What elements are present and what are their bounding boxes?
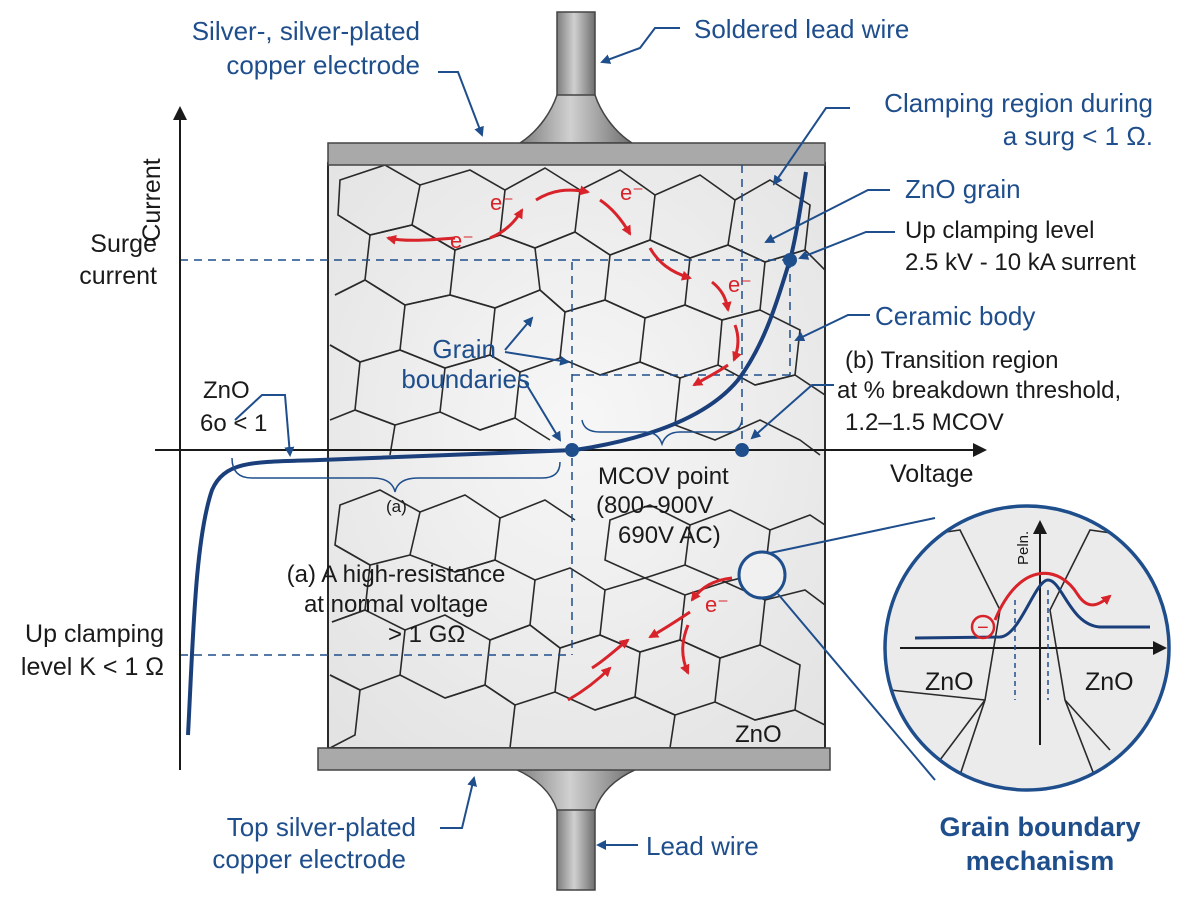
mechanism-title-2: mechanism — [966, 846, 1115, 876]
dashed-guides — [180, 165, 791, 656]
bracket-a — [231, 457, 561, 493]
high-resistance-label-3: > 1 GΩ — [388, 621, 465, 648]
mcov-point — [565, 443, 579, 457]
mcov-label-3: 690V AC) — [618, 522, 721, 549]
y-axis-label: Current — [138, 158, 166, 241]
electron-label-5: e⁻ — [705, 592, 729, 617]
electron-label-1: e⁻ — [450, 228, 474, 253]
high-resistance-label-1: (a) A high-resistance — [287, 561, 506, 588]
electron-flow-arrows — [386, 185, 742, 702]
grain-detail-circle — [737, 550, 787, 600]
inset-connector-top — [769, 517, 936, 554]
electron-charge-symbol: − — [977, 617, 989, 639]
bottom-lead-wire — [514, 768, 638, 891]
up-clamping-label-1: Up clamping level — [905, 217, 1094, 244]
soldered-lead-label: Soldered lead wire — [694, 14, 909, 44]
zno-grain-structure — [329, 164, 825, 748]
grain-boundary-inset — [883, 504, 1171, 792]
top-lead-wire — [517, 11, 635, 144]
electrode-top-label-2: copper electrode — [226, 50, 420, 80]
transition-point — [735, 443, 749, 457]
up-clamping-left-label-1: Up clamping — [25, 620, 164, 648]
transition-label-2: at % breakdown threshold, — [837, 377, 1121, 404]
up-clamping-point — [783, 253, 797, 267]
ceramic-body-label: Ceramic body — [875, 301, 1035, 331]
grain-boundaries-label-2: boundaries — [401, 364, 530, 394]
top-electrode — [327, 142, 826, 166]
mcov-label-1: MCOV point — [598, 463, 729, 490]
callout-arrows — [234, 27, 895, 850]
electron-label-3: e⁻ — [620, 180, 644, 205]
electron-label-4: e⁻ — [728, 272, 752, 297]
high-resistance-label-2: at normal voltage — [304, 591, 488, 618]
zno-grain-label: ZnO grain — [905, 174, 1021, 204]
bottom-electrode — [317, 747, 831, 771]
transition-label-1: (b) Transition region — [845, 347, 1058, 374]
bracket-transition — [581, 419, 743, 447]
electron-label-2: e⁻ — [490, 190, 514, 215]
clamping-region-label-2: a surg < 1 Ω. — [1003, 121, 1153, 151]
bottom-electrode-label-2: copper electrode — [212, 844, 406, 874]
mcov-label-2: (800–900V — [596, 492, 713, 519]
inset-zno-right-label: ZnO — [1085, 668, 1134, 696]
inset-zno-left-label: ZnO — [925, 668, 974, 696]
up-clamping-left-label-2: level K < 1 Ω — [21, 653, 164, 681]
zno-left-label-1: ZnO — [203, 377, 250, 404]
mechanism-title-1: Grain boundary — [939, 812, 1140, 842]
surge-current-label-2: current — [79, 262, 157, 290]
up-clamping-label-2: 2.5 kV - 10 kA surrent — [905, 249, 1136, 276]
lead-wire-label: Lead wire — [646, 831, 759, 861]
transition-label-3: 1.2–1.5 MCOV — [845, 409, 1004, 436]
bottom-electrode-label-1: Top silver-plated — [227, 812, 416, 842]
surge-current-label-1: Surge — [90, 230, 157, 258]
x-axis-label: Voltage — [890, 460, 973, 488]
clamping-region-label-1: Clamping region during — [884, 88, 1153, 118]
bracket-a-label: (a) — [386, 497, 407, 516]
zno-left-label-2: 6o < 1 — [200, 410, 267, 437]
grain-boundaries-label-1: Grain — [432, 334, 496, 364]
electrode-top-label-1: Silver-, silver-plated — [192, 16, 420, 46]
zno-body-label: ZnO — [735, 721, 782, 748]
inset-connector-bottom — [777, 593, 936, 781]
inset-axis-label: Peln. — [1015, 531, 1032, 565]
